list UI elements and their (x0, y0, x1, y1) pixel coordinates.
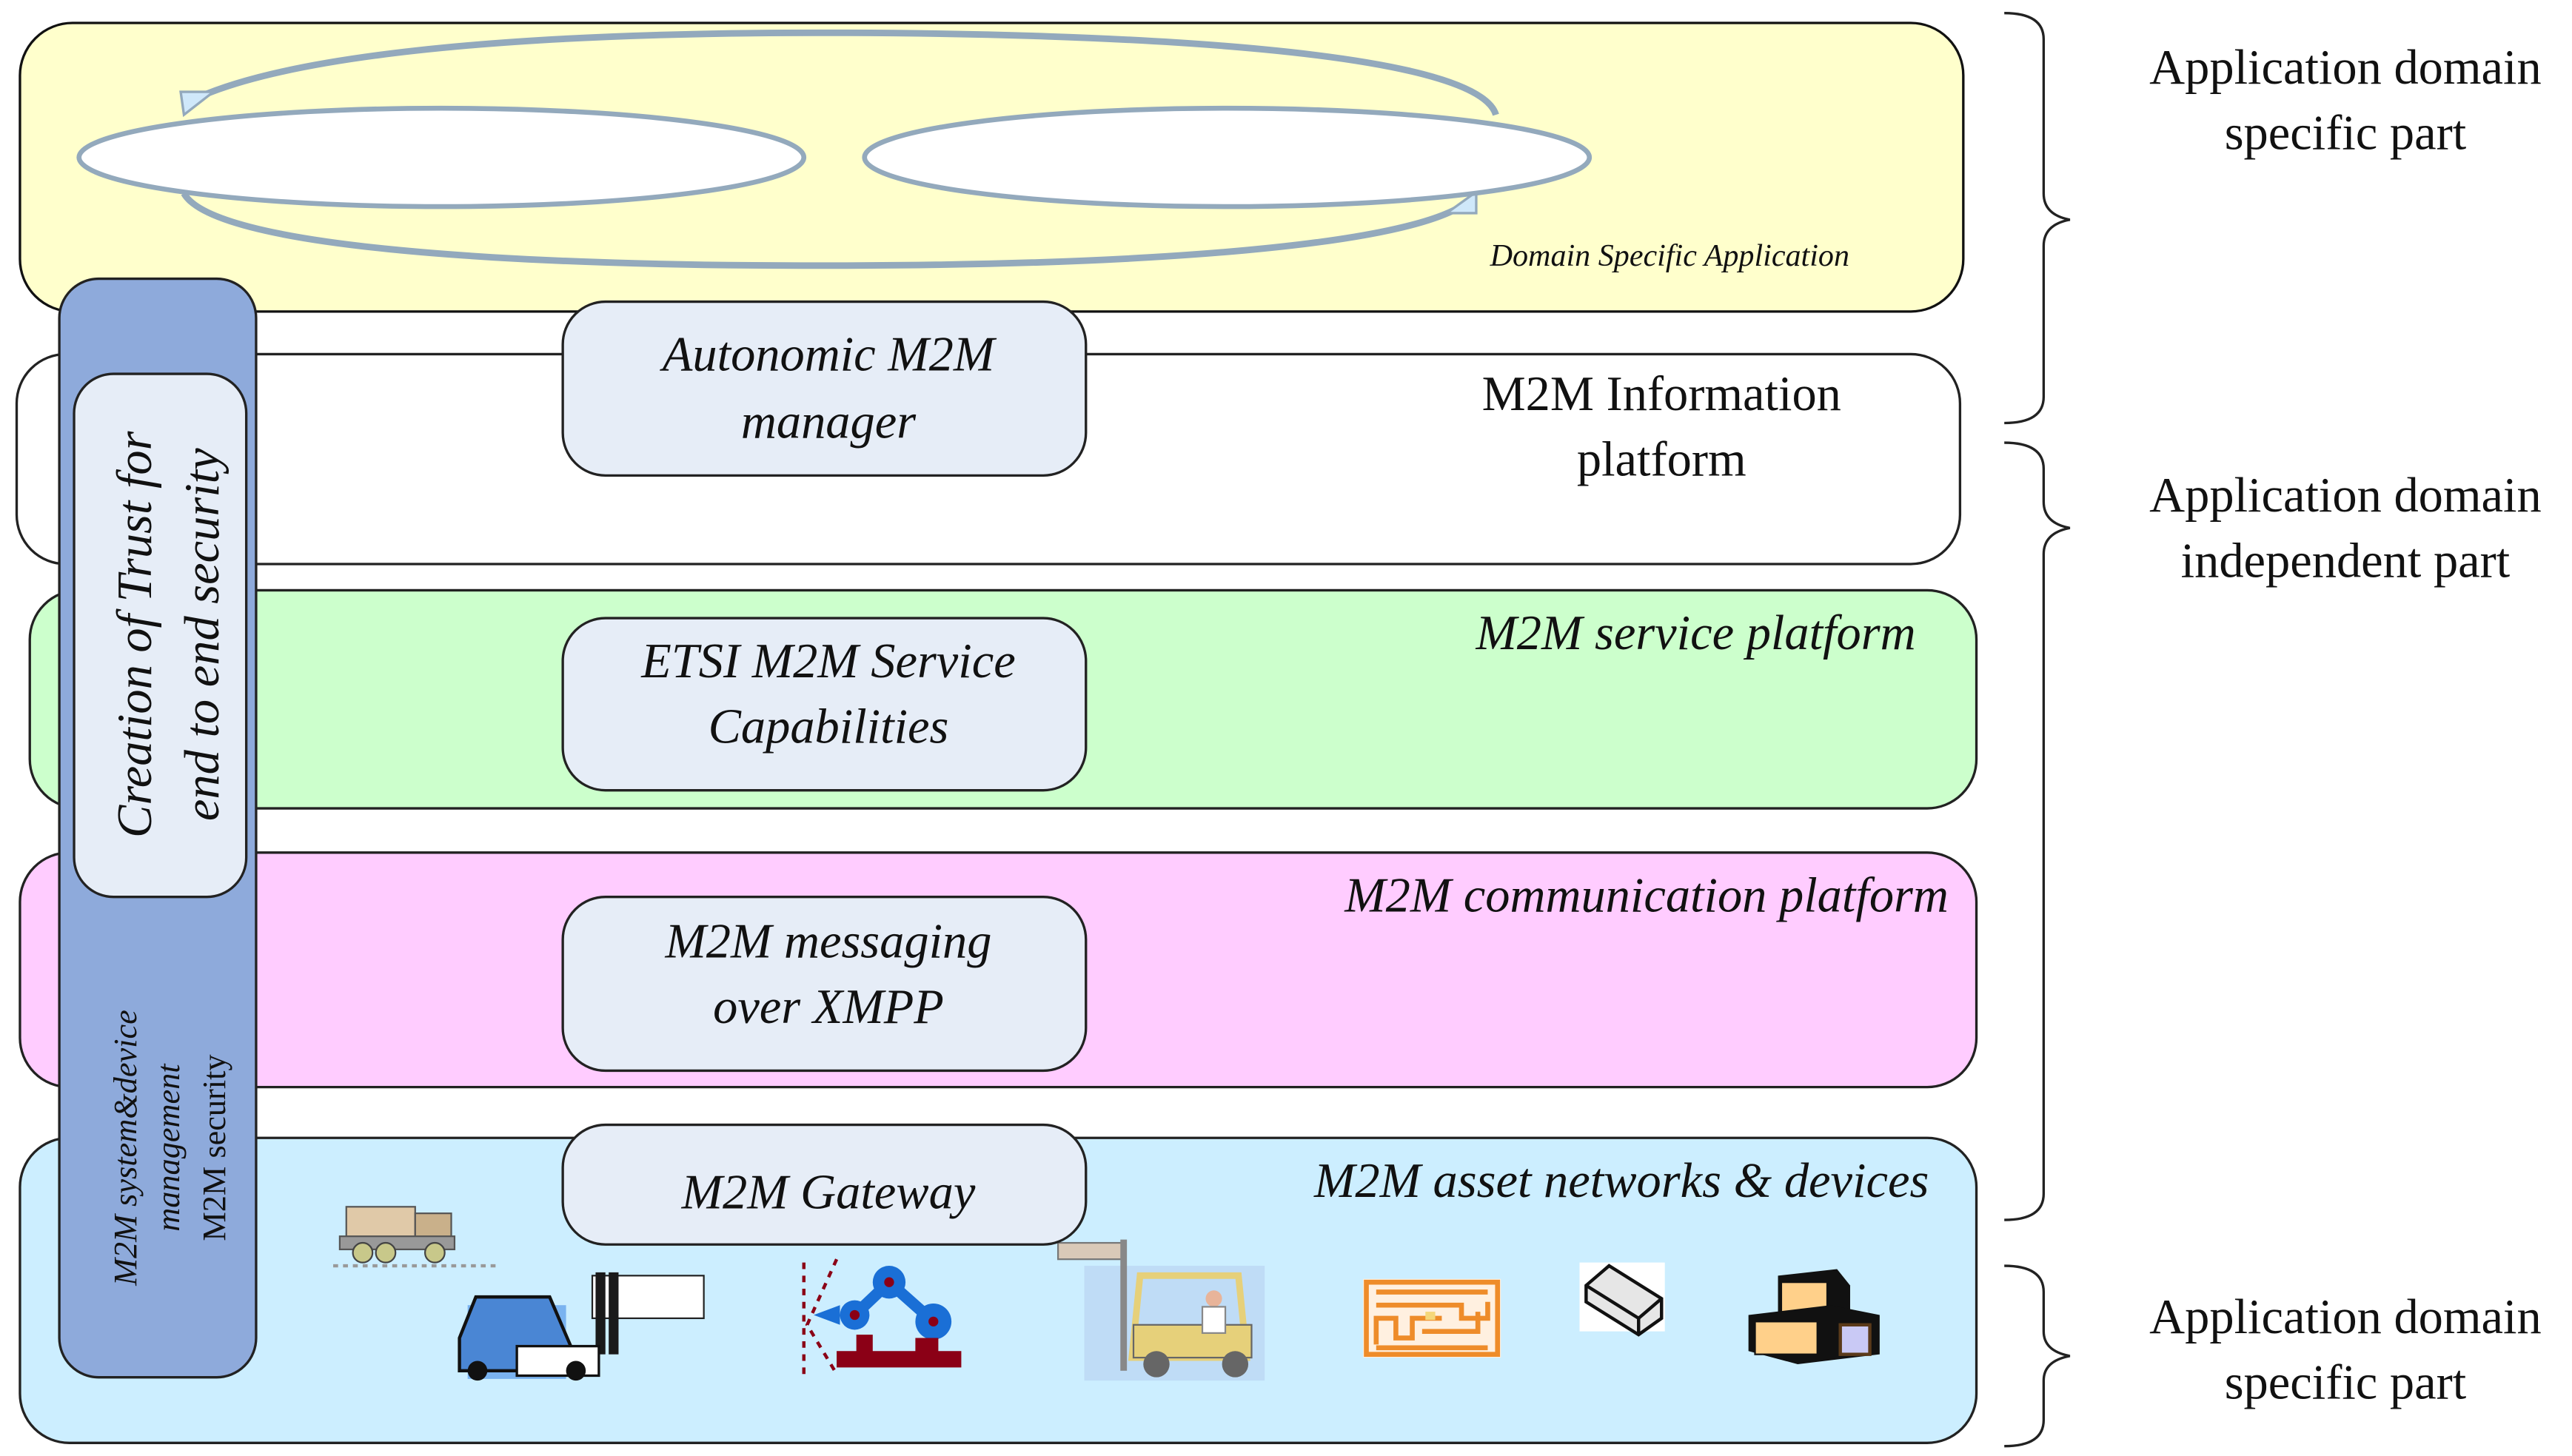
component-gateway[interactable]: M2M Gateway (561, 1123, 1088, 1246)
asset-layer: M2M asset networks & devices (19, 1136, 1978, 1444)
application-ellipse-right[interactable] (862, 105, 1593, 209)
communication-layer-label: M2M communication platform (1344, 869, 1949, 923)
xmpp-label-1: M2M messaging (664, 915, 991, 969)
forklift-driver-icon (1056, 1239, 1265, 1381)
rfid-tag-icon (1363, 1278, 1501, 1358)
xmpp-label-2: over XMPP (713, 980, 944, 1034)
mgmt-label-2: management (150, 1063, 187, 1232)
bracket-bottom: Application domain specific part (2004, 1264, 2542, 1448)
etsi-label-1: ETSI M2M Service (640, 634, 1015, 688)
asset-layer-label: M2M asset networks & devices (1313, 1154, 1929, 1208)
autonomic-manager-label-1: Autonomic M2M (660, 328, 997, 382)
curly-brace-icon (2004, 441, 2071, 1221)
management-security-bar[interactable]: Creation of Trust for end to end securit… (58, 277, 258, 1379)
bracket-middle-label-1: Application domain (2149, 469, 2542, 523)
bracket-middle: Application domain independent part (2004, 441, 2542, 1221)
sensor-block-icon (1579, 1262, 1665, 1337)
component-autonomic-manager[interactable]: Autonomic M2M manager (561, 300, 1088, 477)
trust-label-1: Creation of Trust for (108, 430, 162, 838)
application-layer: Domain Specific Application (19, 21, 1965, 313)
mgmt-label-1: M2M system&device (107, 1010, 144, 1286)
mgmt-label-3: M2M security (196, 1054, 232, 1241)
information-layer-label: M2M Information (1482, 367, 1841, 421)
service-layer-label: M2M service platform (1475, 606, 1915, 660)
information-layer-label-2: platform (1577, 432, 1747, 486)
application-ellipse-left[interactable] (76, 105, 807, 209)
curly-brace-icon (2004, 12, 2071, 425)
etsi-label-2: Capabilities (709, 700, 949, 754)
cycle-arrow-top (187, 29, 1499, 116)
packages-icon (1748, 1269, 1880, 1364)
bracket-top-label-2: specific part (2225, 107, 2467, 161)
component-etsi-service-capabilities[interactable]: ETSI M2M Service Capabilities (561, 617, 1088, 792)
bracket-top: Application domain specific part (2004, 12, 2542, 425)
arrowhead-right-icon (1442, 189, 1478, 215)
arrowhead-left-icon (179, 90, 218, 118)
component-xmpp-messaging[interactable]: M2M messaging over XMPP (561, 895, 1088, 1073)
trust-label-2: end to end security (175, 448, 230, 821)
bracket-top-label-1: Application domain (2149, 41, 2542, 95)
truck-icon (333, 1206, 498, 1268)
cycle-arrow-bottom (181, 191, 1470, 269)
forklift-icon (458, 1272, 705, 1381)
gateway-label: M2M Gateway (681, 1166, 976, 1220)
bracket-bottom-label-2: specific part (2225, 1355, 2467, 1409)
curly-brace-icon (2004, 1264, 2071, 1448)
robot-arm-icon (802, 1258, 962, 1375)
autonomic-manager-label-2: manager (741, 395, 917, 449)
bracket-middle-label-2: independent part (2181, 534, 2511, 588)
trust-box[interactable]: Creation of Trust for end to end securit… (73, 372, 248, 899)
bracket-bottom-label-1: Application domain (2149, 1290, 2542, 1344)
application-layer-label: Domain Specific Application (1490, 239, 1849, 273)
